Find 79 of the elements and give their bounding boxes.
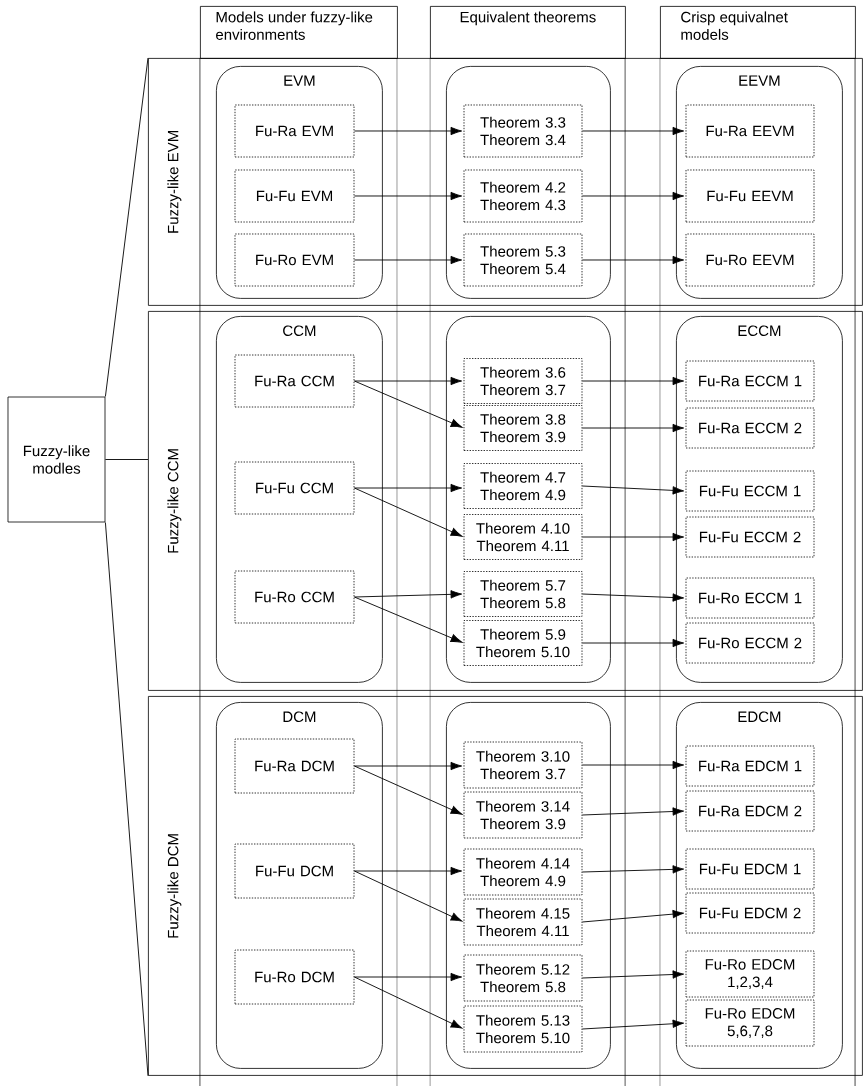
arrow [581, 423, 685, 433]
theorem-box: Theorem 5.7 Theorem 5.8 [463, 571, 583, 617]
model-box: Fu-Ra ECCM 1 [685, 360, 815, 402]
theorem-box: Theorem 4.2 Theorem 4.3 [463, 169, 583, 223]
model-box: Fu-Ra EVM [234, 104, 355, 158]
model-box: Fu-Ro ECCM 2 [685, 622, 815, 664]
arrow [581, 807, 685, 816]
arrow [581, 865, 685, 874]
arrow [353, 590, 463, 599]
arrow [353, 976, 463, 1029]
model-box: Fu-Ra EDCM 1 [685, 745, 815, 787]
arrow [353, 483, 463, 493]
arrow [581, 255, 685, 265]
theorem-box: Theorem 5.12 Theorem 5.8 [463, 954, 583, 1002]
arrow [353, 376, 463, 386]
theorem-box: Theorem 4.14 Theorem 4.9 [463, 848, 583, 896]
arrow [353, 487, 463, 537]
theorem-box: Theorem 3.14 Theorem 3.9 [463, 791, 583, 839]
model-box: Fu-Ra EEVM [685, 104, 815, 158]
theorem-box: Theorem 5.3 Theorem 5.4 [463, 233, 583, 287]
model-box: Fu-Ro DCM [234, 949, 355, 1005]
model-box: Fu-Fu EDCM 2 [685, 892, 815, 934]
theorem-box: Theorem 3.6 Theorem 3.7 [463, 358, 583, 404]
column-header: Equivalent theorems [430, 6, 626, 59]
model-box: Fu-Fu ECCM 1 [685, 470, 815, 512]
arrow [581, 970, 685, 979]
theorem-box: Theorem 5.13 Theorem 5.10 [463, 1005, 583, 1053]
group-box [446, 316, 611, 683]
arrow [353, 870, 463, 922]
arrow [581, 126, 685, 136]
arrow [581, 909, 685, 923]
connector-line [104, 521, 149, 1077]
root-box: Fuzzy-like modles [7, 396, 106, 523]
arrow [581, 760, 685, 770]
model-box: Fu-Ra EDCM 2 [685, 790, 815, 832]
model-box: Fu-Ra CCM [234, 354, 355, 408]
model-box: Fu-Fu EVM [234, 169, 355, 223]
theorem-box: Theorem 4.10 Theorem 4.11 [463, 514, 583, 560]
arrow [353, 380, 463, 428]
model-box: Fu-Fu EDCM 1 [685, 848, 815, 890]
model-box: Fu-Fu CCM [234, 461, 355, 515]
arrow [581, 191, 685, 201]
arrow [353, 255, 463, 265]
group-box [446, 66, 611, 299]
theorem-box: Theorem 5.9 Theorem 5.10 [463, 620, 583, 666]
theorem-box: Theorem 4.15 Theorem 4.11 [463, 898, 583, 946]
column-header: Models under fuzzy-like environments [200, 6, 398, 59]
model-box: Fu-Ro CCM [234, 570, 355, 624]
theorem-box: Theorem 3.8 Theorem 3.9 [463, 405, 583, 451]
arrow [353, 191, 463, 201]
connector-line [104, 459, 149, 460]
model-box: Fu-Ro ECCM 1 [685, 577, 815, 619]
arrow [353, 765, 463, 815]
model-box: Fu-Fu EEVM [685, 169, 815, 223]
model-box: Fu-Fu ECCM 2 [685, 516, 815, 558]
arrow [581, 1019, 685, 1030]
arrow [353, 761, 463, 771]
model-box: Fu-Fu DCM [234, 843, 355, 899]
arrow [581, 485, 685, 495]
model-box: Fu-Ra DCM [234, 738, 355, 794]
theorem-box: Theorem 3.10 Theorem 3.7 [463, 741, 583, 789]
arrow [353, 596, 463, 643]
model-box: Fu-Ro EDCM 5,6,7,8 [685, 999, 815, 1047]
model-box: Fu-Ro EDCM 1,2,3,4 [685, 950, 815, 998]
arrow [353, 866, 463, 876]
column-header: Crisp equivalnet models [660, 6, 856, 59]
group-box [446, 702, 611, 1069]
model-box: Fu-Ro EVM [234, 233, 355, 287]
arrow [581, 593, 685, 602]
arrow [581, 638, 685, 648]
arrow [581, 532, 685, 542]
arrow [353, 972, 463, 982]
theorem-box: Theorem 4.7 Theorem 4.9 [463, 463, 583, 509]
arrow [353, 126, 463, 136]
model-box: Fu-Ro EEVM [685, 233, 815, 287]
model-box: Fu-Ra ECCM 2 [685, 407, 815, 449]
connector-line [104, 57, 149, 398]
theorem-box: Theorem 3.3 Theorem 3.4 [463, 104, 583, 158]
arrow [581, 376, 685, 386]
